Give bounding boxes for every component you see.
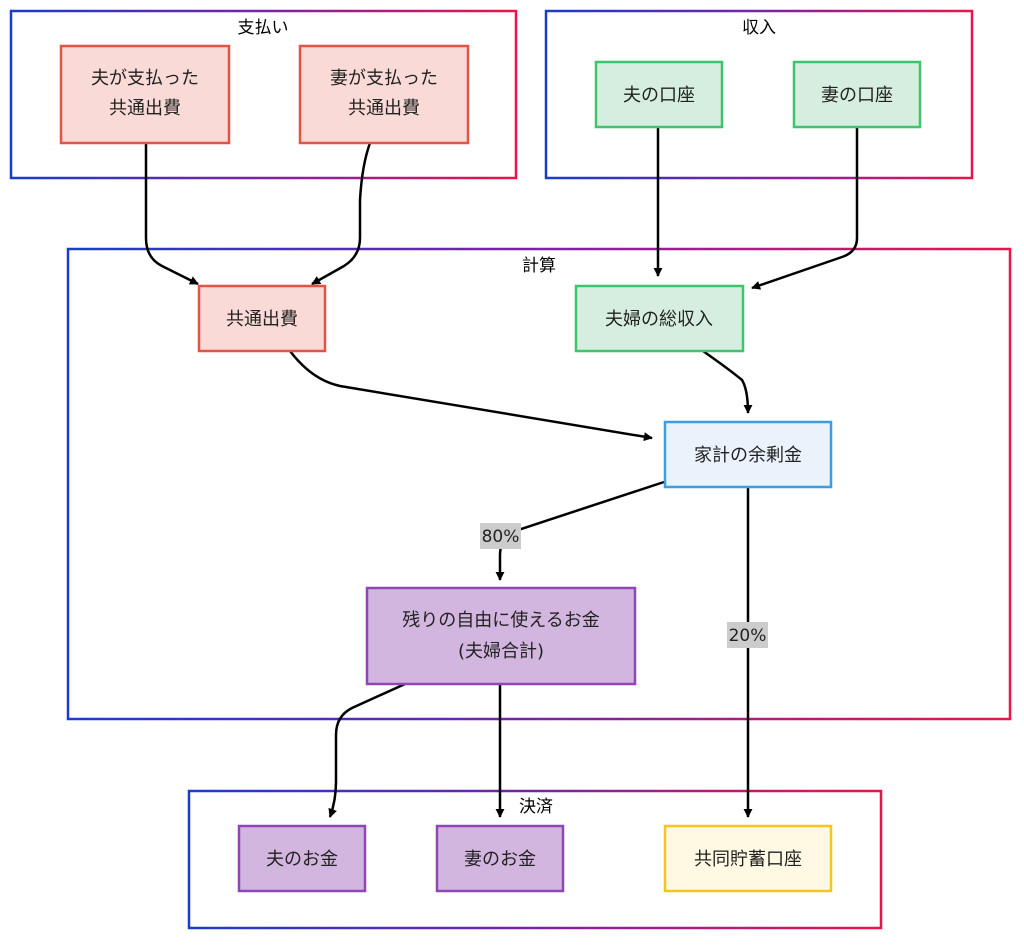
node-wife-paid-line2: 共通出費 (348, 98, 420, 119)
node-wife-money: 妻のお金 (435, 824, 565, 893)
node-husband-paid-line1: 夫が支払った (91, 68, 199, 89)
cluster-title-settlement: 決済 (519, 797, 553, 817)
node-total-income: 夫婦の総収入 (574, 284, 745, 353)
node-free-money: 残りの自由に使えるお金 (夫婦合計) (365, 586, 637, 686)
node-husband-money-label: 夫のお金 (266, 849, 338, 870)
edge-husband-paid-to-common (144, 143, 199, 286)
edge-common-to-surplus (289, 350, 653, 442)
cluster-title-income: 収入 (742, 18, 776, 38)
cluster-settlement: 決済 (187, 789, 883, 930)
cluster-payments: 支払い (9, 9, 518, 180)
edge-label-80-text: 80% (482, 527, 520, 547)
node-husband-account: 夫の口座 (594, 60, 724, 129)
node-wife-money-label: 妻のお金 (464, 849, 536, 870)
node-joint-savings: 共同貯蓄口座 (663, 824, 833, 893)
node-husband-money: 夫のお金 (237, 824, 367, 893)
edge-label-20-text: 20% (729, 626, 767, 646)
node-joint-savings-label: 共同貯蓄口座 (694, 849, 802, 870)
node-wife-paid-line1: 妻が支払った (330, 68, 438, 89)
cluster-title-payments: 支払い (238, 18, 289, 38)
edge-surplus-to-free (495, 480, 665, 581)
node-husband-paid-line2: 共通出費 (109, 98, 181, 119)
node-total-income-label: 夫婦の総収入 (605, 309, 713, 330)
edge-label-20: 20% (727, 622, 768, 648)
edge-total-to-surplus (702, 349, 753, 414)
edge-label-80: 80% (480, 523, 521, 549)
node-husband-account-label: 夫の口座 (623, 85, 695, 106)
node-free-money-line2: (夫婦合計) (458, 641, 544, 662)
node-wife-paid: 妻が支払った 共通出費 (298, 44, 470, 145)
cluster-title-calculation: 計算 (522, 256, 556, 276)
cluster-calculation: 計算 (66, 247, 1012, 721)
edge-wife-account-to-total (751, 127, 859, 290)
node-wife-account: 妻の口座 (792, 60, 922, 129)
node-household-surplus: 家計の余剰金 (663, 420, 833, 489)
edge-wife-paid-to-common (311, 142, 372, 286)
edge-free-to-husband-money (328, 682, 406, 818)
node-common-expense: 共通出費 (197, 284, 327, 353)
node-common-expense-label: 共通出費 (226, 309, 298, 330)
node-free-money-line1: 残りの自由に使えるお金 (402, 610, 599, 631)
node-household-surplus-label: 家計の余剰金 (694, 445, 802, 466)
node-husband-paid: 夫が支払った 共通出費 (59, 44, 231, 145)
node-wife-account-label: 妻の口座 (821, 85, 893, 106)
cluster-income: 収入 (544, 9, 974, 180)
